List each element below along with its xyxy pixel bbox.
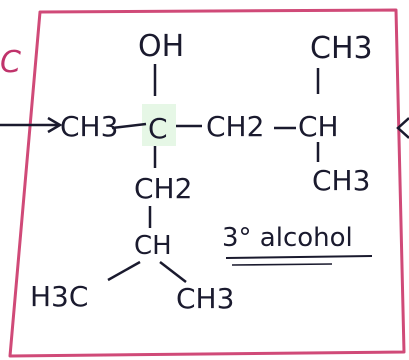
h3c-left: H3C (30, 280, 88, 313)
chain-ch: CH (298, 110, 339, 143)
red-frame (8, 8, 406, 358)
ch3-bottom: CH3 (176, 282, 234, 315)
center-carbon: C (148, 112, 168, 145)
chain-ch2: CH2 (206, 110, 264, 143)
right-arrowhead-fragment (396, 117, 409, 139)
bond-ch-right (159, 261, 187, 283)
down-ch: CH (134, 231, 172, 261)
top-methyl: CH3 (310, 31, 373, 66)
oh-group: OH (138, 29, 184, 64)
side-letter: C (0, 45, 21, 80)
classification-underline-2 (231, 263, 333, 266)
left-arrow (0, 116, 63, 134)
left-methyl: CH3 (60, 110, 118, 143)
central-carbon-highlight (142, 104, 176, 146)
down-ch2: CH2 (134, 172, 192, 205)
bottom-right-methyl: CH3 (312, 164, 370, 197)
classification-label: 3° alcohol (222, 223, 353, 253)
bond-ch-left (107, 260, 141, 282)
bond-left-c (111, 122, 147, 130)
classification-underline (225, 255, 373, 259)
